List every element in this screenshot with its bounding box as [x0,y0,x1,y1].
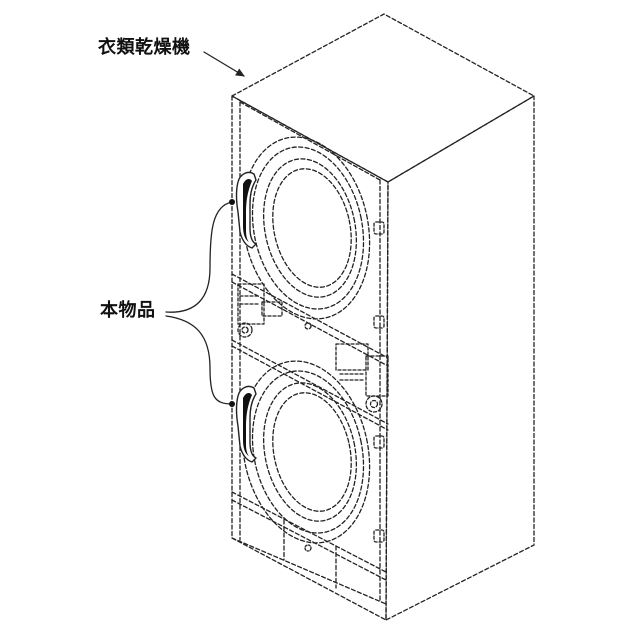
leader-to-upper-handle [166,202,232,312]
cabinet-top [232,14,534,182]
product-leader-lines [166,199,235,407]
base-drawer-knob [305,545,311,551]
door-hinges [374,222,384,542]
leader-to-lower-handle [166,316,232,404]
cabinet-right-side [386,96,534,620]
divider-upper [232,274,388,358]
dryer-leader-arrow [204,52,244,76]
